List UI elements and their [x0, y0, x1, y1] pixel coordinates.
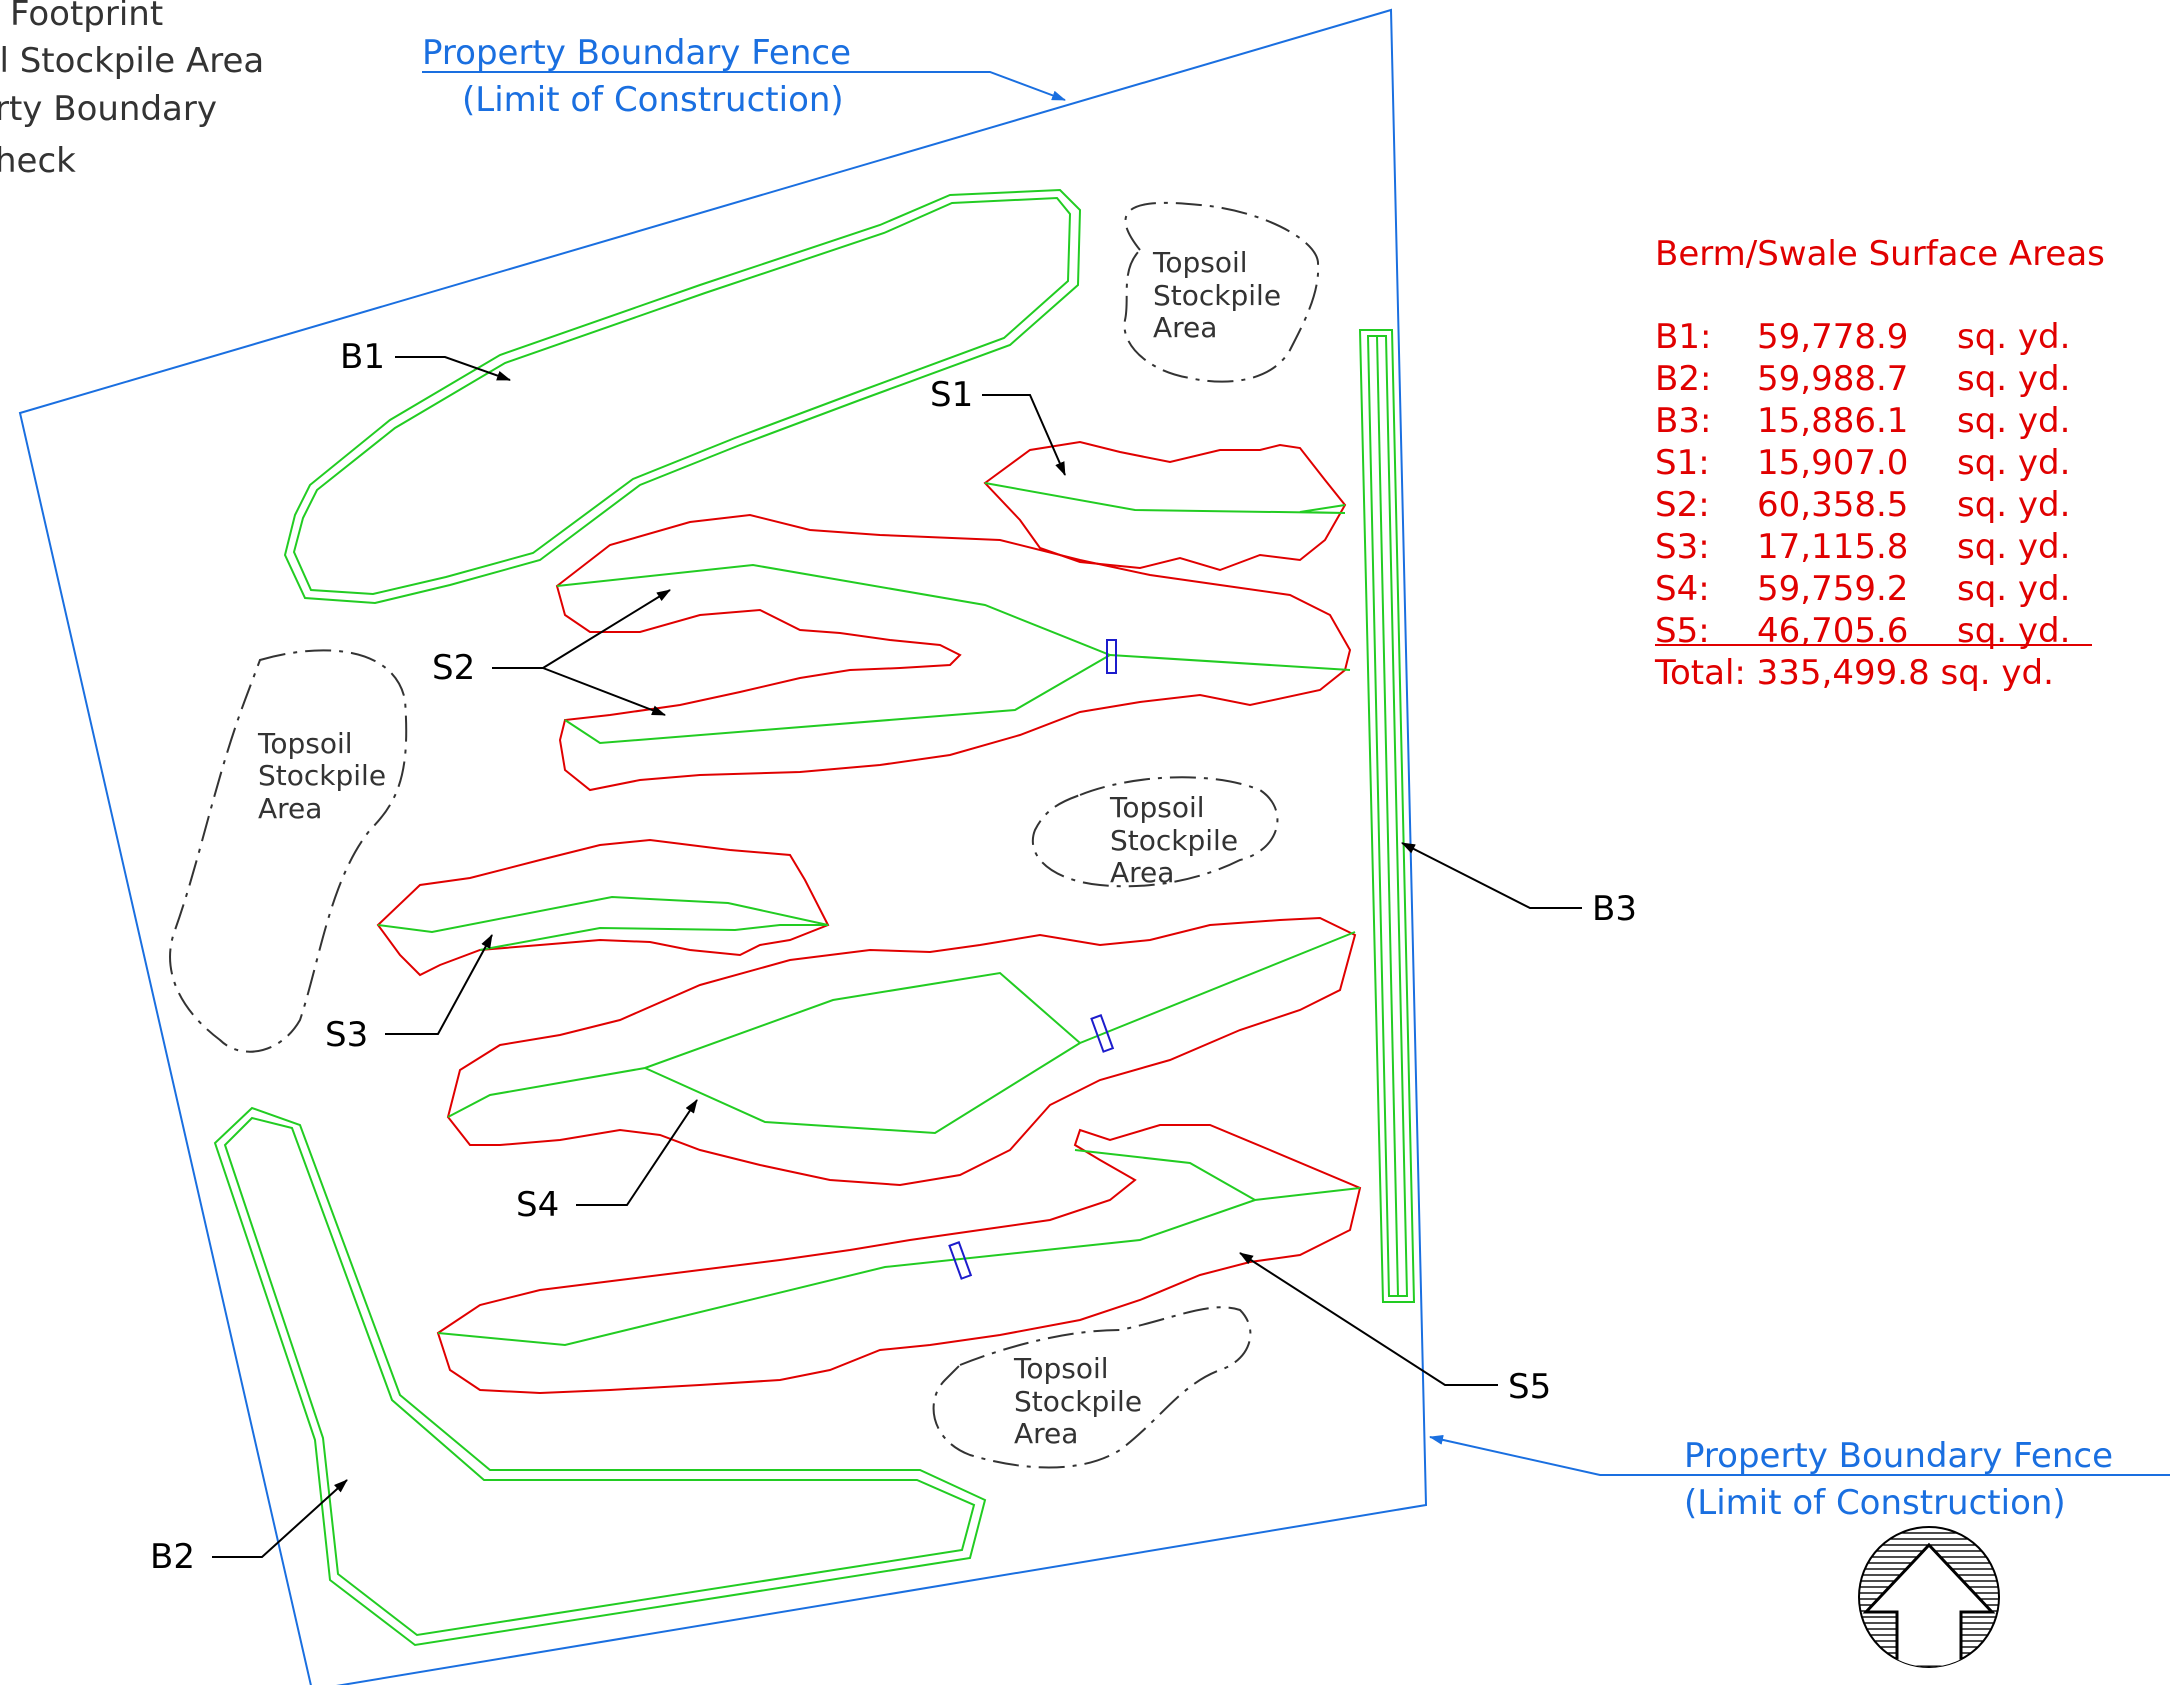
callout-s5: S5 — [1239, 1252, 1551, 1407]
stockpile-area-4: Topsoil Stockpile Area — [932, 1306, 1252, 1469]
areas-row-unit: sq. yd. — [1957, 317, 2070, 357]
berm-b1 — [283, 188, 1082, 605]
callout-b3: B3 — [1401, 842, 1637, 929]
areas-row-id: B2: — [1655, 359, 1711, 399]
label-s1: S1 — [930, 375, 973, 415]
berm-b2 — [213, 1106, 987, 1647]
stockpile-4-line-1: Topsoil — [1013, 1352, 1109, 1385]
legend-line-1: Footprint — [10, 0, 163, 34]
berm-b3 — [1358, 329, 1416, 1303]
areas-row-id: B1: — [1655, 317, 1711, 357]
legend-line-4: heck — [0, 141, 76, 181]
boundary-leader-bottom — [1429, 1434, 2170, 1476]
legend-line-3: rty Boundary — [0, 89, 217, 129]
label-s5: S5 — [1508, 1367, 1551, 1407]
swale-s5 — [436, 1124, 1362, 1395]
areas-row-value: 60,358.5 — [1757, 485, 1908, 525]
stockpile-1-line-3: Area — [1153, 311, 1217, 344]
swale-s4 — [446, 916, 1357, 1187]
boundary-leader-top — [422, 71, 1066, 101]
areas-table-rows: B1: 59,778.9 sq. yd. B2: 59,988.7 sq. yd. B3: 1… — [1655, 317, 2070, 651]
label-b2: B2 — [150, 1537, 195, 1577]
swale-s1 — [983, 440, 1347, 572]
stockpile-area-3: Topsoil Stockpile Area — [1031, 776, 1279, 889]
areas-row-id: S2: — [1655, 485, 1710, 525]
areas-row-id: S1: — [1655, 443, 1710, 483]
swale-s2 — [555, 513, 1352, 792]
callout-b1: B1 — [340, 337, 511, 381]
areas-row-unit: sq. yd. — [1957, 569, 2070, 609]
stockpile-1-line-1: Topsoil — [1152, 246, 1248, 279]
stockpile-3-line-3: Area — [1110, 856, 1174, 889]
areas-row-unit: sq. yd. — [1957, 401, 2070, 441]
boundary-note-bottom-line-1: Property Boundary Fence — [1684, 1436, 2113, 1476]
property-boundary — [18, 8, 1428, 1685]
stockpile-2-line-3: Area — [258, 792, 322, 825]
stockpile-1-line-2: Stockpile — [1153, 279, 1281, 312]
areas-table-total: Total: 335,499.8 sq. yd. — [1654, 653, 2054, 693]
areas-table-title: Berm/Swale Surface Areas — [1655, 234, 2105, 274]
areas-row-id: S4: — [1655, 569, 1710, 609]
callout-s2: S2 — [432, 589, 671, 716]
legend-line-2: il Stockpile Area — [0, 41, 264, 81]
stockpile-4-line-3: Area — [1014, 1417, 1078, 1450]
callout-b2: B2 — [150, 1479, 348, 1577]
areas-row-unit: sq. yd. — [1957, 359, 2070, 399]
areas-row-value: 59,988.7 — [1757, 359, 1908, 399]
areas-row-value: 17,115.8 — [1757, 527, 1908, 567]
stockpile-area-1: Topsoil Stockpile Area — [1123, 201, 1320, 383]
areas-row-id: S3: — [1655, 527, 1710, 567]
callout-s4: S4 — [516, 1099, 698, 1225]
stockpile-3-line-1: Topsoil — [1109, 791, 1205, 824]
callout-s1: S1 — [930, 375, 1066, 476]
stockpile-area-2: Topsoil Stockpile Area — [169, 649, 408, 1053]
label-b1: B1 — [340, 337, 385, 377]
label-s3: S3 — [325, 1015, 368, 1055]
areas-row-value: 59,759.2 — [1757, 569, 1908, 609]
areas-table: Berm/Swale Surface Areas B1: 59,778.9 sq. … — [1654, 234, 2105, 693]
stockpile-3-line-2: Stockpile — [1110, 824, 1238, 857]
areas-row-value: 15,886.1 — [1757, 401, 1908, 441]
boundary-note-bottom: Property Boundary Fence (Limit of Constr… — [1429, 1434, 2170, 1523]
stockpile-4-line-2: Stockpile — [1014, 1385, 1142, 1418]
boundary-note-bottom-line-2: (Limit of Construction) — [1684, 1483, 2066, 1523]
boundary-note-top-line-1: Property Boundary Fence — [422, 33, 851, 73]
areas-row-unit: sq. yd. — [1957, 485, 2070, 525]
areas-row-unit: sq. yd. — [1957, 527, 2070, 567]
label-s4: S4 — [516, 1185, 559, 1225]
areas-row-value: 59,778.9 — [1757, 317, 1908, 357]
areas-row-id: B3: — [1655, 401, 1711, 441]
swale-s3 — [376, 838, 830, 977]
areas-row-unit: sq. yd. — [1957, 443, 2070, 483]
label-s2: S2 — [432, 648, 475, 688]
areas-row-value: 15,907.0 — [1757, 443, 1908, 483]
legend: Footprint il Stockpile Area rty Boundary… — [0, 0, 264, 181]
boundary-note-top-line-2: (Limit of Construction) — [462, 80, 844, 120]
boundary-note-top: Property Boundary Fence (Limit of Constr… — [422, 33, 1066, 120]
north-arrow-icon — [1858, 1526, 2000, 1668]
stockpile-2-line-2: Stockpile — [258, 759, 386, 792]
label-b3: B3 — [1592, 889, 1637, 929]
callout-s3: S3 — [325, 934, 493, 1055]
stockpile-2-line-1: Topsoil — [257, 727, 353, 760]
